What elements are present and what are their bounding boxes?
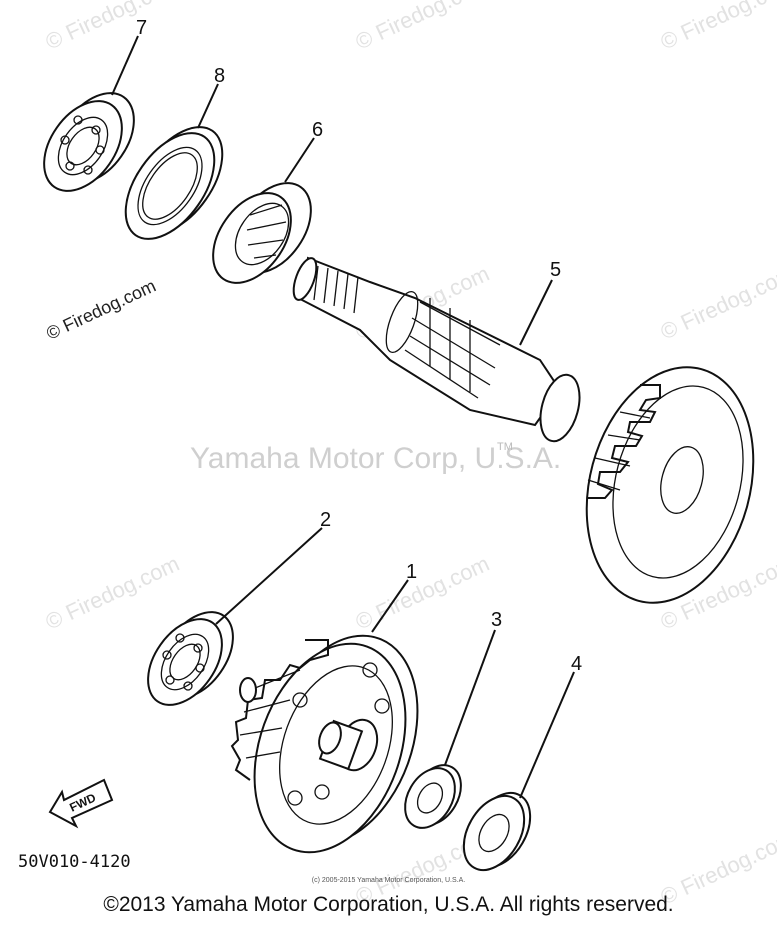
callout-7: 7	[136, 17, 147, 39]
part-6-needle-bearing	[212, 182, 312, 284]
callout-4: 4	[571, 653, 582, 675]
fwd-arrow-icon: FWD	[48, 778, 114, 829]
part-7-bearing	[43, 92, 135, 192]
tm-mark: TM	[497, 441, 513, 453]
callout-6: 6	[312, 119, 323, 141]
watermark-text: © Firedog.com	[657, 0, 777, 55]
watermark-text: © Firedog.com	[42, 551, 184, 635]
center-watermark: Yamaha Motor Corp, U.S.A.	[190, 442, 561, 475]
callout-numbers: 7 8 6 5 2 1 3 4	[136, 17, 582, 675]
watermark-text: © Firedog.com	[657, 261, 777, 345]
watermark-text: © Firedog.com	[352, 0, 494, 55]
watermark-text: © Firedog.com	[352, 551, 494, 635]
leader-lines	[111, 35, 575, 799]
part-2-bearing	[147, 611, 234, 706]
part-5-primary-shaft	[292, 256, 755, 604]
callout-3: 3	[491, 609, 502, 631]
callout-5: 5	[550, 259, 561, 281]
watermark-text: © Firedog.com	[43, 275, 159, 343]
part-4-washer	[462, 792, 532, 871]
part-1-driven-gear	[230, 634, 419, 854]
diagram-code: 50V010-4120	[18, 852, 131, 872]
watermark-text: © Firedog.com	[42, 0, 184, 55]
part-3-washer	[404, 764, 462, 829]
callout-2: 2	[320, 509, 331, 531]
callout-8: 8	[214, 65, 225, 87]
callout-1: 1	[406, 561, 417, 583]
copyright-small: (c) 2005-2015 Yamaha Motor Corporation, …	[311, 877, 466, 884]
part-8-oil-seal	[124, 126, 224, 240]
copyright-main: ©2013 Yamaha Motor Corporation, U.S.A. A…	[103, 893, 674, 916]
